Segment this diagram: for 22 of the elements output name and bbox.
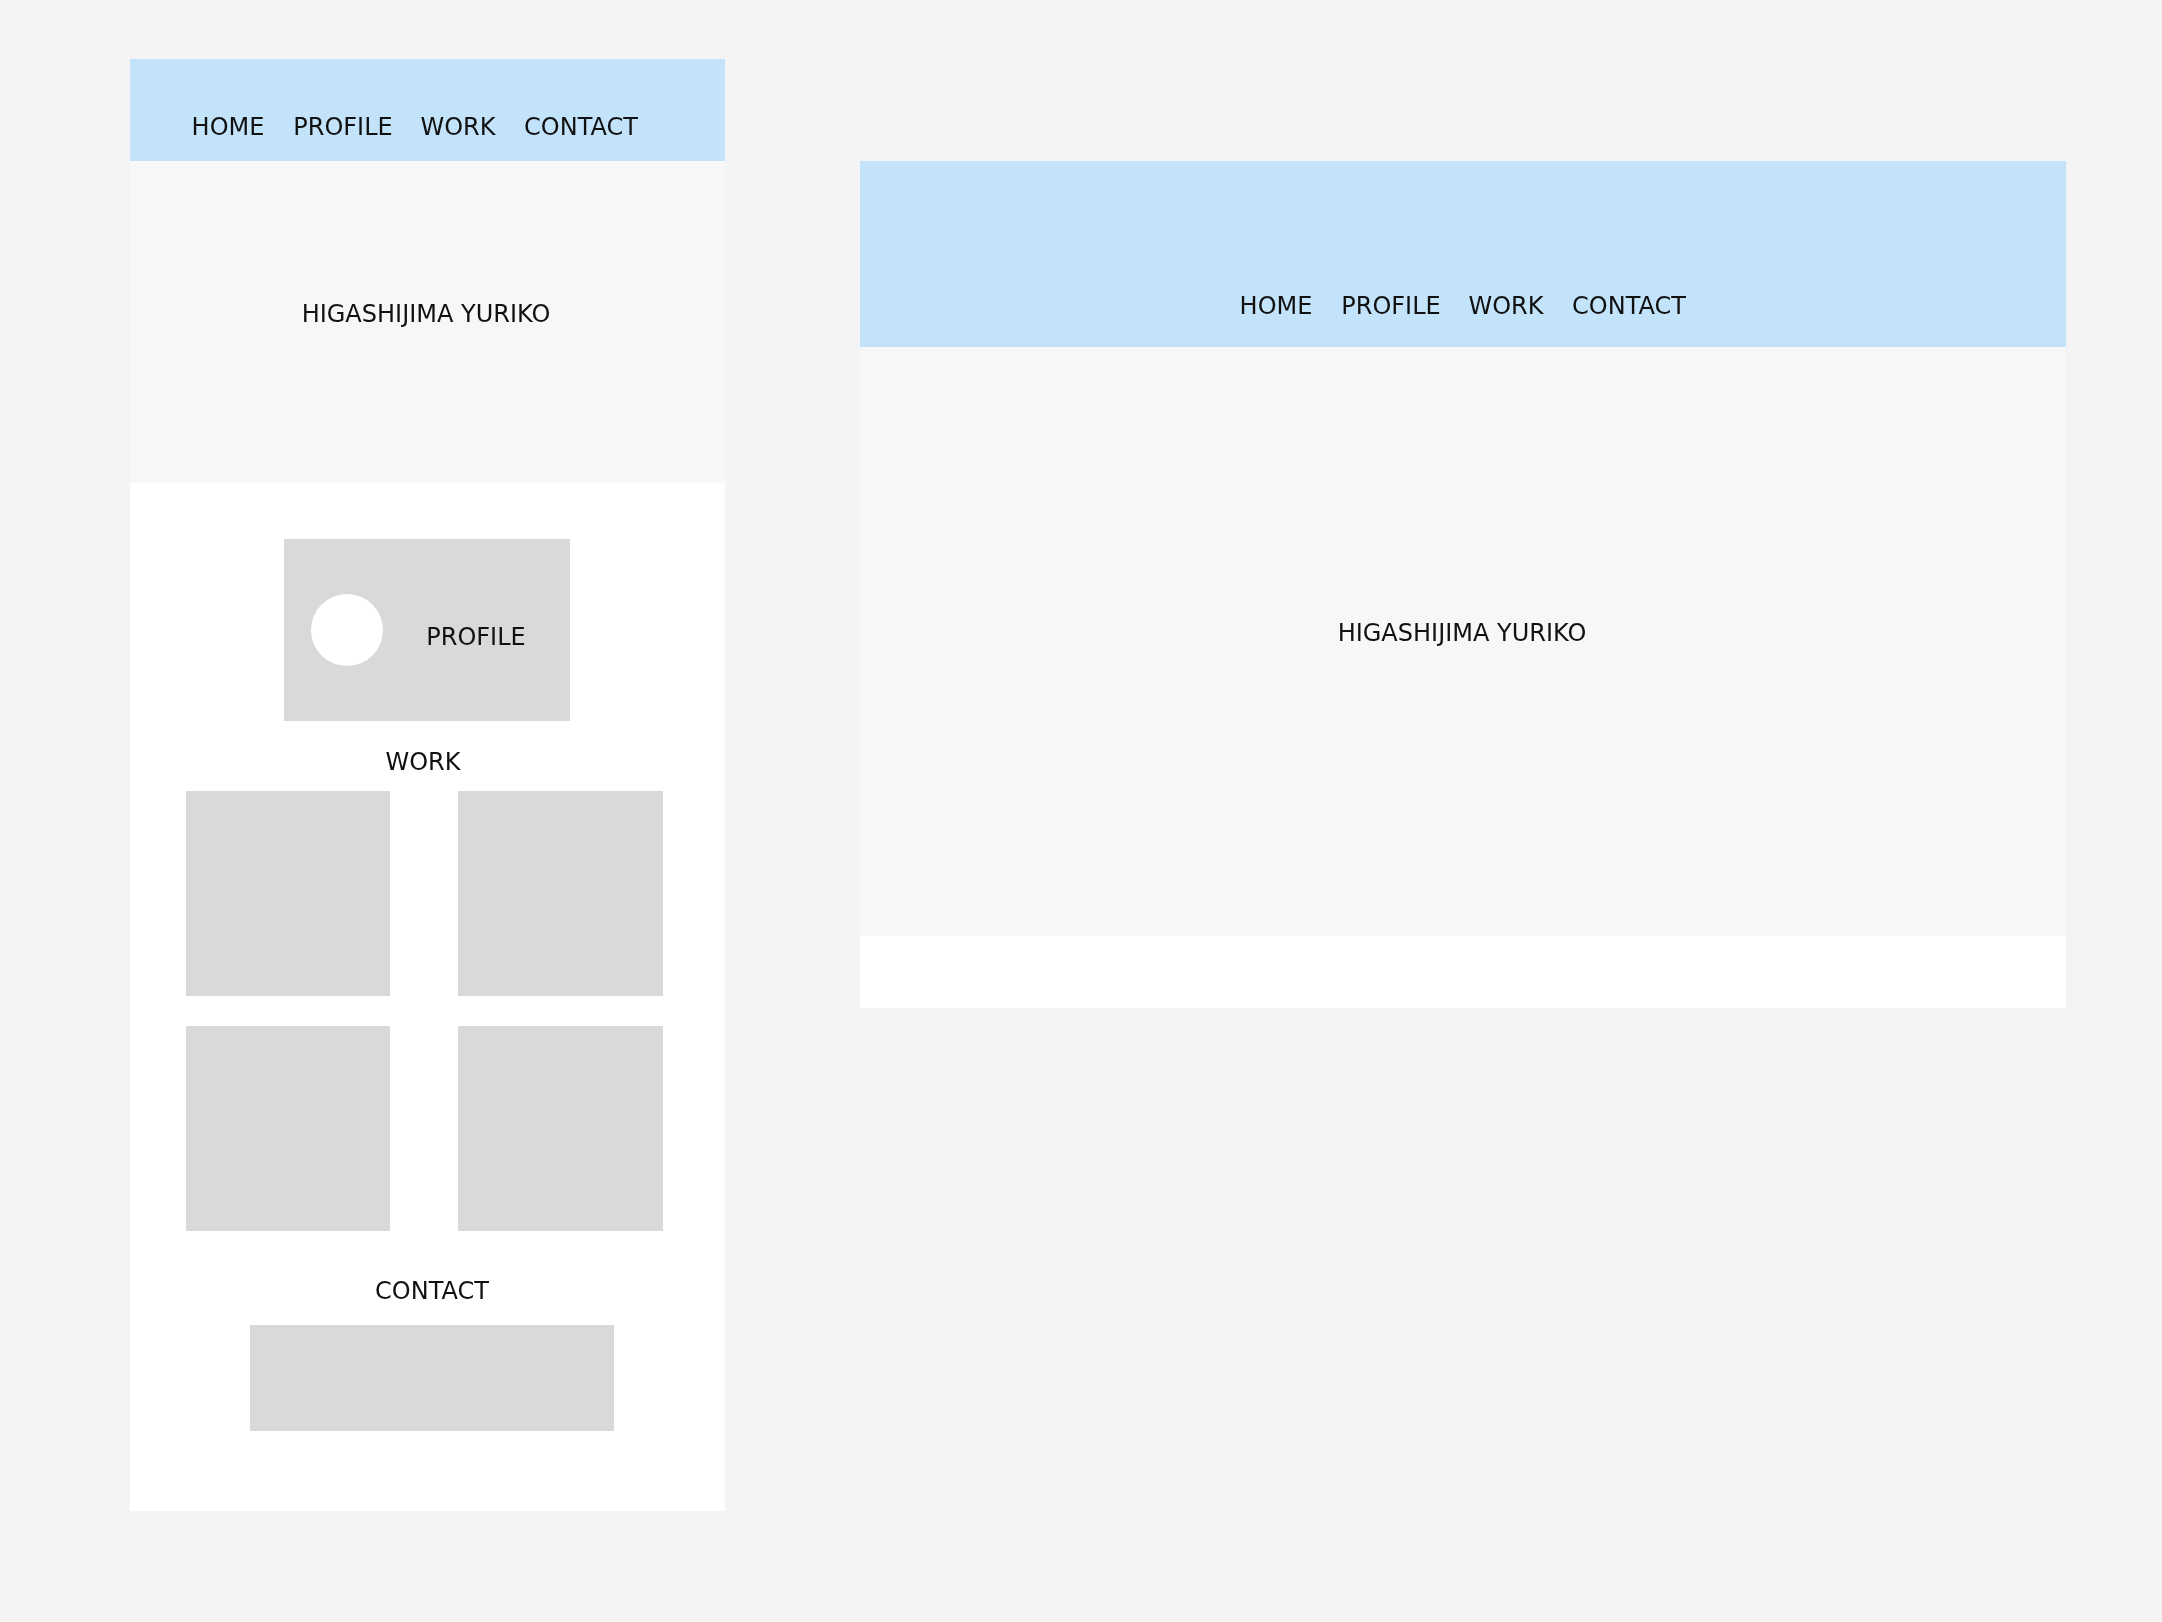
nav-link: CONTACT [524, 112, 638, 142]
nav-link: CONTACT [1572, 291, 1686, 321]
header-bar [130, 59, 725, 161]
image-placeholder [458, 791, 663, 996]
card-heading: PROFILE [426, 622, 526, 652]
image-placeholder [186, 791, 390, 996]
section-heading: CONTACT [375, 1276, 489, 1306]
form-placeholder [250, 1325, 614, 1431]
nav-link: PROFILE [293, 112, 393, 142]
profile-card [284, 539, 570, 721]
nav-link: PROFILE [1341, 291, 1441, 321]
image-placeholder [186, 1026, 390, 1231]
nav-link: WORK [1468, 291, 1544, 321]
site-title: HIGASHIJIMA YURIKO [1337, 618, 1587, 648]
section-heading: WORK [385, 747, 461, 777]
nav-link: HOME [1239, 291, 1313, 321]
image-placeholder [458, 1026, 663, 1231]
site-title: HIGASHIJIMA YURIKO [301, 299, 551, 329]
content-section [130, 483, 725, 1511]
nav-link: HOME [191, 112, 265, 142]
nav-link: WORK [420, 112, 496, 142]
header-bar [860, 161, 2066, 347]
